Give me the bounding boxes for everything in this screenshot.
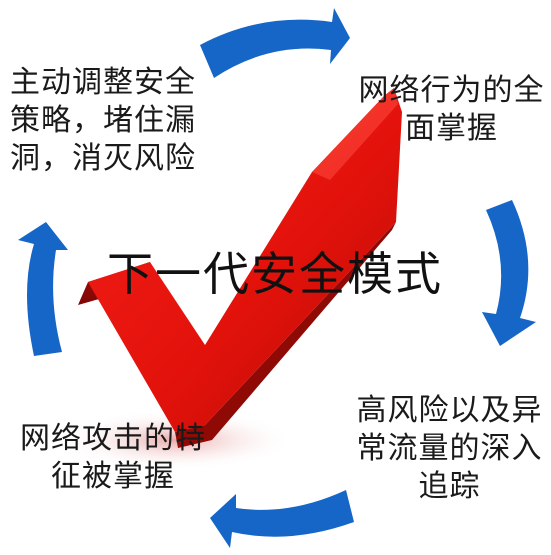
step-bottom-left: 网络攻击的特 征被掌握 [8, 420, 218, 496]
step-bottom-right-line: 追踪 [418, 469, 481, 504]
step-top-left-line: 主动调整安全 [10, 65, 196, 100]
cycle-arrow-right-icon [482, 200, 536, 346]
step-top-right-line: 面掌握 [405, 111, 498, 146]
cycle-arrow-bottom-icon [210, 490, 354, 548]
step-top-left-line: 洞，消灭风险 [10, 141, 196, 176]
step-bottom-right: 高风险以及异 常流量的深入 追踪 [350, 392, 549, 506]
step-bottom-right-line: 高风险以及异 [356, 393, 543, 428]
cycle-arrow-left-icon [18, 222, 68, 356]
step-top-right-line: 网络行为的全 [358, 73, 545, 108]
step-bottom-right-line: 常流量的深入 [356, 431, 543, 466]
cycle-arrow-top-icon [200, 8, 350, 78]
step-top-left-line: 策略，堵住漏 [10, 103, 196, 138]
check-shadow [55, 410, 295, 470]
center-title: 下一代安全模式 [107, 247, 443, 301]
step-bottom-left-line: 网络攻击的特 [20, 421, 206, 456]
step-top-left: 主动调整安全 策略，堵住漏 洞，消灭风险 [10, 64, 196, 178]
check-highlight [312, 88, 398, 180]
step-bottom-left-line: 征被掌握 [51, 459, 175, 494]
red-checkmark-icon [78, 88, 402, 448]
step-top-right: 网络行为的全 面掌握 [352, 72, 551, 148]
